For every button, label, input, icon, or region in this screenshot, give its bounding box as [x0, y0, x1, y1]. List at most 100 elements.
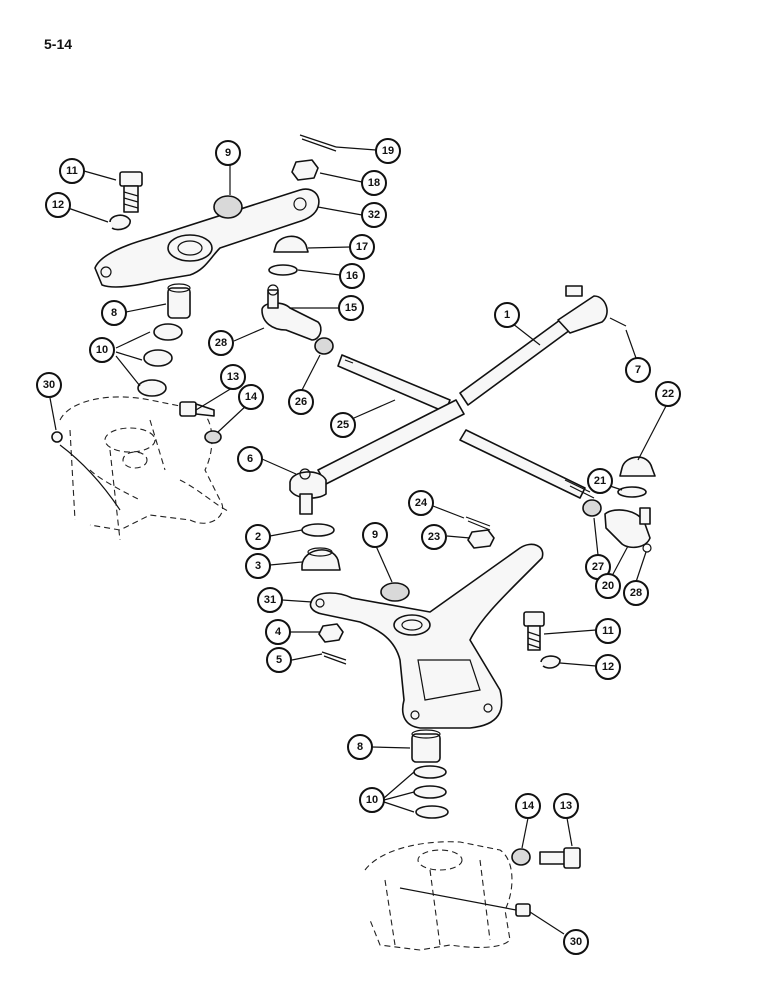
upper-castle-nut — [291, 159, 319, 181]
lock-washer-12b — [540, 655, 561, 669]
cotter-pin-24 — [465, 516, 491, 531]
callout-label: 8 — [111, 307, 117, 319]
callout-10-lower: 10 — [359, 787, 385, 813]
callout-label: 6 — [247, 453, 253, 465]
dust-cap-9b — [380, 582, 410, 602]
upper-bushing — [167, 283, 191, 319]
tube-25 — [337, 354, 451, 413]
nut-27 — [582, 499, 602, 517]
callout-1: 1 — [494, 302, 520, 328]
callout-30-upper: 30 — [36, 372, 62, 398]
nut-14b — [511, 848, 531, 866]
tie-rod-end-left — [261, 284, 322, 341]
callout-28-upper: 28 — [208, 330, 234, 356]
callout-15: 15 — [338, 295, 364, 321]
callout-16: 16 — [339, 263, 365, 289]
callout-label: 20 — [602, 580, 614, 592]
callout-label: 26 — [295, 396, 307, 408]
upper-cotter-pin — [299, 134, 337, 152]
callout-label: 15 — [345, 302, 357, 314]
callout-24: 24 — [408, 490, 434, 516]
right-circlip-21 — [617, 486, 647, 498]
upper-steering-arm — [94, 188, 320, 288]
callout-19: 19 — [375, 138, 401, 164]
callout-25: 25 — [330, 412, 356, 438]
callout-label: 13 — [227, 371, 239, 383]
callout-label: 12 — [602, 661, 614, 673]
callout-2: 2 — [245, 524, 271, 550]
leader-lines — [49, 146, 667, 935]
callout-17: 17 — [349, 234, 375, 260]
callout-label: 31 — [264, 594, 276, 606]
callout-label: 13 — [560, 800, 572, 812]
callout-9-lower: 9 — [362, 522, 388, 548]
callout-11-upper: 11 — [59, 158, 85, 184]
upper-steering-housing-outline — [59, 396, 231, 541]
callout-label: 9 — [225, 147, 231, 159]
callout-10-upper: 10 — [89, 337, 115, 363]
upper-dust-cap — [213, 195, 243, 219]
callout-12-upper: 12 — [45, 192, 71, 218]
callout-14-lower: 14 — [515, 793, 541, 819]
circlip-2 — [301, 523, 335, 537]
callout-6: 6 — [237, 446, 263, 472]
upper-washers — [137, 323, 183, 397]
callout-label: 4 — [275, 626, 282, 638]
callout-label: 8 — [357, 741, 363, 753]
callout-8-upper: 8 — [101, 300, 127, 326]
callout-13-upper: 13 — [220, 364, 246, 390]
lower-tie-rod — [459, 429, 595, 499]
tie-rod-end-right — [604, 507, 652, 553]
bolt-11b — [523, 611, 545, 651]
callout-label: 24 — [415, 497, 428, 509]
callout-11-lower: 11 — [595, 618, 621, 644]
callout-label: 28 — [630, 587, 642, 599]
callout-5: 5 — [266, 647, 292, 673]
boot-3 — [301, 547, 341, 571]
callout-label: 30 — [43, 379, 55, 391]
callout-label: 5 — [276, 654, 282, 666]
callout-14-upper: 14 — [238, 384, 264, 410]
callout-label: 17 — [356, 241, 368, 253]
callout-7: 7 — [625, 357, 651, 383]
upper-circlip — [268, 264, 298, 276]
callout-label: 30 — [570, 936, 582, 948]
callout-label: 19 — [382, 145, 394, 157]
page-number: 5-14 — [44, 36, 73, 52]
callout-label: 2 — [255, 531, 261, 543]
callout-label: 23 — [428, 531, 440, 543]
callout-21: 21 — [587, 468, 613, 494]
callout-30-lower: 30 — [563, 929, 589, 955]
callout-label: 11 — [602, 625, 614, 637]
upper-boot — [273, 235, 309, 253]
grease-fitting-30b — [515, 903, 531, 917]
tie-rod-1 — [459, 285, 627, 406]
right-boot-22 — [619, 456, 656, 477]
bushing-8b — [411, 729, 441, 763]
callout-label: 7 — [635, 364, 641, 376]
callout-12-lower: 12 — [595, 654, 621, 680]
callout-23: 23 — [421, 524, 447, 550]
castle-nut-23 — [467, 529, 495, 549]
callout-label: 21 — [594, 475, 606, 487]
callout-20: 20 — [595, 573, 621, 599]
callout-label: 25 — [337, 419, 349, 431]
washers-10b — [413, 765, 449, 819]
callout-22: 22 — [655, 381, 681, 407]
callout-label: 14 — [245, 391, 258, 403]
callout-31: 31 — [257, 587, 283, 613]
callout-label: 27 — [592, 561, 604, 573]
grease-fitting-30a — [51, 431, 63, 443]
drag-link-6 — [289, 399, 465, 515]
callout-26: 26 — [288, 389, 314, 415]
callout-label: 16 — [346, 270, 358, 282]
callout-4: 4 — [265, 619, 291, 645]
upper-bolt — [119, 171, 143, 213]
callout-8-lower: 8 — [347, 734, 373, 760]
callout-label: 3 — [255, 560, 261, 572]
callout-label: 12 — [52, 199, 64, 211]
nut-14 — [204, 430, 222, 444]
callout-label: 32 — [368, 209, 380, 221]
bolt-13b — [539, 847, 581, 869]
